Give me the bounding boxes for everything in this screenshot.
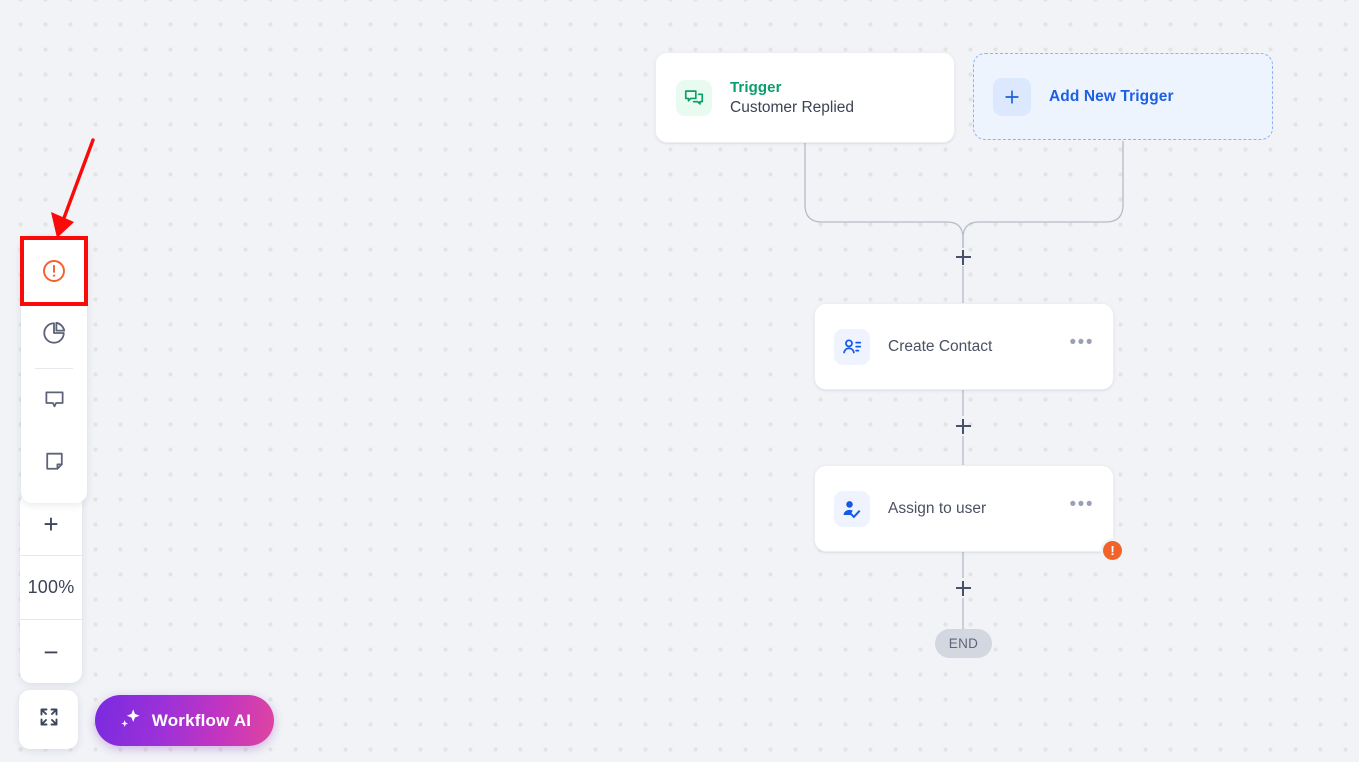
sparkle-icon [118, 706, 143, 736]
sidebar-item-alert-circle[interactable] [21, 242, 87, 304]
workflow-ai-button[interactable]: Workflow AI [95, 695, 274, 746]
chat-bubble-icon [42, 387, 67, 417]
trigger-name: Customer Replied [730, 98, 855, 116]
node-create-contact[interactable]: Create Contact ••• [814, 303, 1114, 390]
add-step-handle-1[interactable] [952, 246, 974, 268]
end-node: END [935, 629, 992, 658]
contact-card-icon [834, 328, 870, 365]
add-new-trigger-label: Add New Trigger [1049, 87, 1174, 105]
annotation-arrow [51, 138, 95, 238]
zoom-out-button[interactable]: − [20, 619, 82, 683]
node-menu-button[interactable]: ••• [1069, 494, 1094, 515]
add-step-handle-2[interactable] [952, 415, 974, 437]
fullscreen-icon [37, 705, 61, 734]
node-label: Create Contact [888, 337, 993, 355]
node-label: Assign to user [888, 499, 987, 517]
trigger-card[interactable]: Trigger Customer Replied [655, 52, 955, 143]
end-node-label: END [948, 636, 979, 651]
zoom-in-button[interactable]: + [20, 492, 82, 555]
chat-bubbles-icon [676, 79, 712, 116]
sidebar-item-pie-chart[interactable] [21, 304, 87, 366]
error-glyph: ! [1110, 543, 1115, 558]
fullscreen-button[interactable] [19, 690, 78, 749]
trigger-kicker: Trigger [730, 78, 782, 96]
sidebar-item-notes[interactable] [21, 433, 87, 495]
note-icon [42, 449, 67, 479]
node-menu-button[interactable]: ••• [1069, 332, 1094, 353]
status-badge-error[interactable]: ! [1103, 541, 1122, 560]
zoom-level-display[interactable]: 100% [20, 555, 82, 619]
tool-sidebar [21, 236, 87, 503]
zoom-control-panel: + 100% − [20, 492, 82, 683]
node-assign-to-user[interactable]: Assign to user ••• ! [814, 465, 1122, 560]
zoom-level-value: 100% [27, 577, 75, 597]
sidebar-divider [35, 368, 73, 369]
sidebar-item-comments[interactable] [21, 371, 87, 433]
zoom-out-label: − [43, 636, 59, 667]
add-step-handle-3[interactable] [952, 577, 974, 599]
user-check-icon [834, 490, 870, 527]
pie-chart-icon [41, 320, 67, 351]
plus-icon [993, 77, 1031, 116]
alert-circle-icon [41, 258, 67, 289]
zoom-in-label: + [43, 508, 59, 539]
workflow-ai-label: Workflow AI [151, 710, 252, 730]
add-new-trigger-button[interactable]: Add New Trigger [973, 53, 1273, 140]
